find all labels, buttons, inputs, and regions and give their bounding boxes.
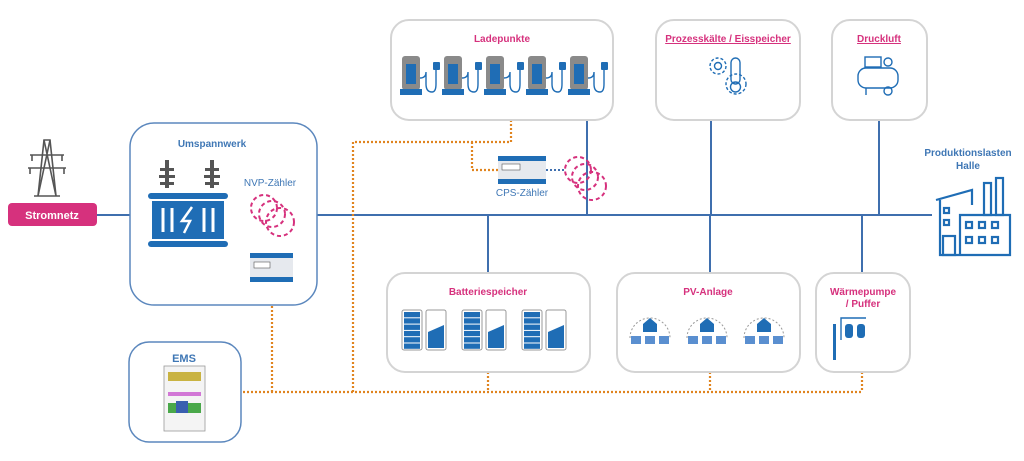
production-hall: Produktionslasten Halle xyxy=(924,148,1012,257)
heatpump-title-line1: Wärmepumpe xyxy=(830,287,897,298)
cps-meter-icon xyxy=(498,156,546,184)
battery-full-icon xyxy=(521,309,543,351)
pv-system-box: PV-Anlage xyxy=(616,272,801,373)
compressed-air-title: Druckluft xyxy=(857,34,902,45)
factory-icon xyxy=(935,176,1012,257)
charger-icon xyxy=(484,56,524,95)
heatpump-title-line2: / Puffer xyxy=(846,299,881,310)
battery-title: Batteriespeicher xyxy=(449,287,527,298)
cps-meter-label: CPS-Zähler xyxy=(496,188,549,199)
compressed-air-box: Druckluft xyxy=(831,19,928,121)
battery-partial-icon xyxy=(425,309,447,351)
charging-title: Ladepunkte xyxy=(474,34,531,45)
current-transformer-icon xyxy=(250,194,295,237)
gear-thermometer-icon xyxy=(709,57,747,95)
power-pylon-icon xyxy=(28,139,66,197)
solar-house-icon xyxy=(743,317,785,344)
substation-title: Umspannwerk xyxy=(178,139,247,150)
communication-lines xyxy=(243,120,864,394)
transformer-icon xyxy=(148,160,228,247)
heatpump-icon xyxy=(833,317,866,360)
battery-full-icon xyxy=(401,309,423,351)
charger-icon xyxy=(400,56,440,95)
battery-partial-icon xyxy=(545,309,567,351)
nvp-meter-icon xyxy=(250,253,293,282)
production-title-line2: Halle xyxy=(956,161,980,172)
stromnetz-label: Stromnetz xyxy=(25,210,79,222)
cps-current-transformer-icon xyxy=(564,156,607,201)
battery-full-icon xyxy=(461,309,483,351)
process-cooling-title: Prozesskälte / Eisspeicher xyxy=(665,34,791,45)
ems-title: EMS xyxy=(172,353,196,365)
solar-house-icon xyxy=(686,317,728,344)
production-title-line1: Produktionslasten xyxy=(924,148,1011,159)
ems-box: EMS xyxy=(128,341,242,443)
process-cooling-box: Prozesskälte / Eisspeicher xyxy=(655,19,801,121)
charger-icon xyxy=(526,56,566,95)
substation-box: Umspannwerk NVP-Zähler xyxy=(129,122,318,306)
battery-storage-box: Batteriespeicher xyxy=(386,272,591,373)
charger-icon xyxy=(442,56,482,95)
pv-title: PV-Anlage xyxy=(683,287,733,298)
heatpump-box: Wärmepumpe / Puffer xyxy=(815,272,911,373)
control-cabinet-icon xyxy=(163,365,206,432)
compressor-icon xyxy=(857,56,899,96)
charger-icon xyxy=(568,56,608,95)
stromnetz-badge: Stromnetz xyxy=(8,203,97,226)
battery-partial-icon xyxy=(485,309,507,351)
charging-points-box: Ladepunkte xyxy=(390,19,614,121)
nvp-meter-label: NVP-Zähler xyxy=(244,178,297,189)
solar-house-icon xyxy=(629,317,671,344)
